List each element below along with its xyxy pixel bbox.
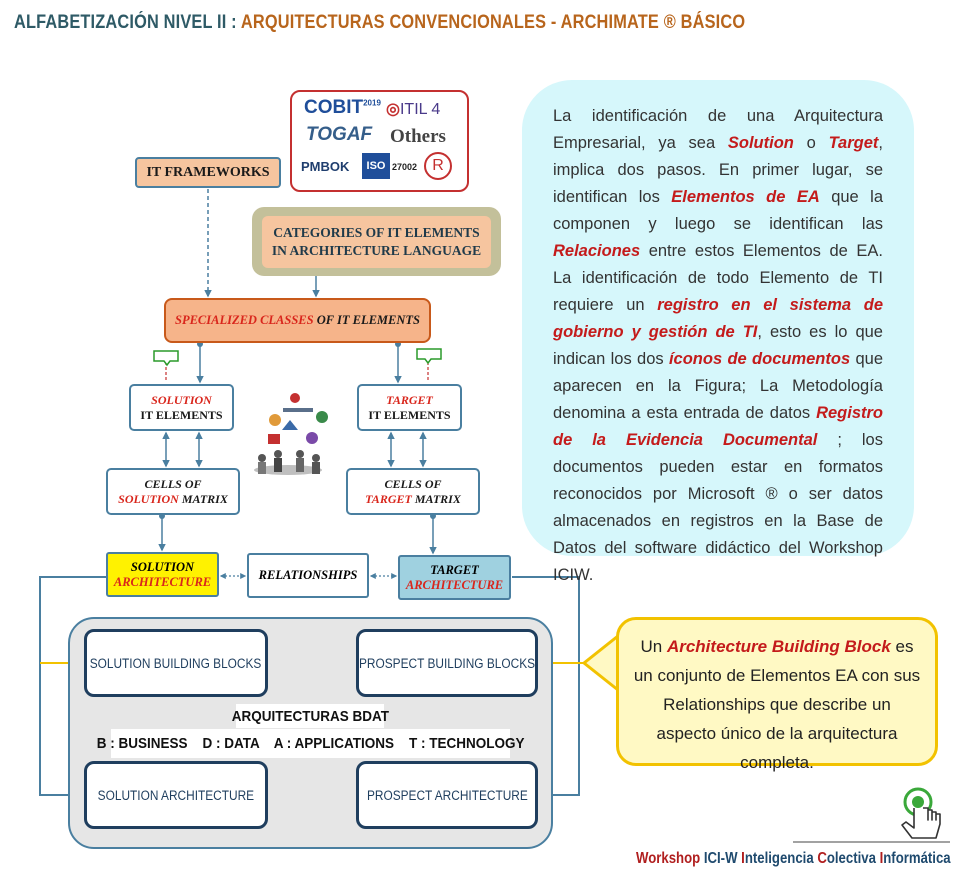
solution-elements-rest: IT ELEMENTS [140, 407, 223, 422]
solution-arch-top: SOLUTION [130, 559, 195, 574]
target-arch-red: ARCHITECTURE [405, 577, 504, 592]
building-block-callout: Un Architecture Building Block es un con… [616, 617, 938, 772]
exp-s1: La identificación de una Arquitectura Em… [553, 107, 883, 152]
title-part-1: ALFABETIZACIÓN NIVEL II : [14, 12, 237, 33]
registered-icon: R [424, 152, 452, 180]
exp-h3: Elementos de EA [671, 188, 820, 206]
specialized-red: SPECIALIZED CLASSES [175, 313, 314, 327]
iso-number: 27002 [392, 162, 418, 172]
exp-h6: íconos de documentos [668, 350, 851, 368]
it-frameworks-box: IT FRAMEWORKS [135, 157, 281, 188]
exp-s3: , implica dos pasos. En primer lugar, se… [553, 134, 883, 206]
solution-architecture-block: SOLUTION ARCHITECTURE [84, 761, 268, 829]
hand-click-icon [901, 787, 941, 839]
cells-target-rest: MATRIX [414, 491, 461, 506]
credit-c: C [817, 850, 827, 867]
exp-s6: , esto es lo que indican los dos [553, 323, 883, 368]
solution-arch-red: ARCHITECTURE [113, 574, 212, 589]
explanation-text: La identificación de una Arquitectura Em… [553, 103, 883, 589]
credit-inteligencia: nteligencia [744, 850, 814, 867]
exp-s2: o [793, 134, 829, 152]
callout-s1: Un [640, 637, 667, 656]
team-illustration-icon [254, 393, 328, 475]
cells-target-top: CELLS OF [384, 476, 442, 491]
credit-workshop: Workshop [636, 850, 701, 867]
explanation-panel: La identificación de una Arquitectura Em… [522, 80, 914, 584]
solution-bb-label: SOLUTION BUILDING BLOCKS [90, 655, 262, 671]
bdat-legend-text: B : BUSINESS D : DATA A : APPLICATIONS T… [96, 735, 525, 752]
others-label: Others [390, 126, 446, 147]
credit-informatica: nformática [883, 850, 951, 867]
relationships-box: RELATIONSHIPS [247, 553, 369, 598]
togaf-logo: TOGAF [306, 124, 373, 145]
exp-s8: ; los documentos pueden estar en formato… [553, 431, 883, 584]
solution-matrix-box: CELLS OF SOLUTION MATRIX [106, 468, 240, 515]
iso-logo: ISO [362, 153, 390, 179]
exp-s5: entre estos Elementos de EA. La identifi… [553, 242, 883, 314]
specialized-rest: OF IT ELEMENTS [316, 313, 420, 327]
itil-logo: ◎ITIL 4 [386, 101, 441, 118]
cobit-year: 2019 [363, 98, 381, 108]
target-matrix-box: CELLS OF TARGET MATRIX [346, 468, 480, 515]
credit-i1: I [741, 850, 745, 867]
exp-s7: que aparecen en la Figura; La Metodologí… [553, 350, 883, 422]
solution-building-blocks-box: SOLUTION BUILDING BLOCKS [84, 629, 268, 697]
credit-colectiva: olectiva [826, 850, 876, 867]
title-part-2: ARQUITECTURAS CONVENCIONALES - ARCHIMATE… [240, 12, 746, 33]
exp-h4: Relaciones [553, 242, 641, 260]
credit-i2: I [879, 850, 884, 867]
categories-line-2: IN ARCHITECTURE LANGUAGE [271, 243, 482, 258]
exp-h2: Target [828, 134, 879, 152]
target-it-elements-box: TARGET IT ELEMENTS [357, 384, 462, 431]
target-elements-rest: IT ELEMENTS [368, 407, 451, 422]
workshop-credit: Workshop ICI-W Inteligencia Colectiva In… [636, 850, 951, 868]
credit-iciw: ICI-W [703, 850, 738, 867]
prospect-architecture-label: PROSPECT ARCHITECTURE [366, 787, 528, 803]
bdat-title-text: ARQUITECTURAS BDAT [231, 707, 389, 725]
prospect-bb-label: PROSPECT BUILDING BLOCKS [358, 655, 536, 671]
target-architecture-box: TARGET ARCHITECTURE [398, 555, 511, 600]
exp-h1: Solution [727, 134, 794, 152]
cells-target-red: TARGET [365, 491, 412, 506]
callout-s2: es un conjunto de Elementos EA con sus R… [633, 637, 921, 772]
bdat-title: ARQUITECTURAS BDAT [231, 704, 389, 728]
categories-box: CATEGORIES OF IT ELEMENTS IN ARCHITECTUR… [262, 216, 491, 268]
specialized-classes-box: SPECIALIZED CLASSES OF IT ELEMENTS [164, 298, 431, 343]
bdat-legend: B : BUSINESS D : DATA A : APPLICATIONS T… [97, 729, 524, 758]
callout-h1: Architecture Building Block [666, 637, 891, 656]
prospect-building-blocks-box: PROSPECT BUILDING BLOCKS [356, 629, 538, 697]
exp-h5: registro en el sistema de gobierno y ges… [553, 296, 884, 341]
page-title: ALFABETIZACIÓN NIVEL II : ARQUITECTURAS … [14, 12, 745, 34]
cobit-text: COBIT [304, 97, 364, 118]
solution-architecture-box: SOLUTION ARCHITECTURE [106, 552, 219, 597]
itil-text: ITIL 4 [399, 101, 441, 118]
prospect-architecture-block: PROSPECT ARCHITECTURE [356, 761, 538, 829]
cobit-logo: COBIT2019 [304, 97, 381, 119]
categories-line-1: CATEGORIES OF IT ELEMENTS [273, 225, 480, 240]
callout-text: Un Architecture Building Block es un con… [633, 632, 921, 777]
cells-solution-rest: MATRIX [181, 491, 228, 506]
cells-solution-red: SOLUTION [118, 491, 179, 506]
pmbok-logo: PMBOK [301, 159, 350, 174]
solution-elements-red: SOLUTION [151, 392, 212, 407]
cells-solution-top: CELLS OF [144, 476, 202, 491]
frameworks-logos: COBIT2019 ◎ITIL 4 TOGAF Others PMBOK ISO… [290, 90, 469, 192]
exp-s4: que la componen y luego se identifican l… [553, 188, 884, 233]
exp-h7: Registro de la Evidencia Documental [553, 404, 883, 449]
solution-architecture-label: SOLUTION ARCHITECTURE [97, 787, 255, 803]
target-arch-top: TARGET [430, 562, 479, 577]
target-elements-red: TARGET [386, 392, 433, 407]
solution-it-elements-box: SOLUTION IT ELEMENTS [129, 384, 234, 431]
